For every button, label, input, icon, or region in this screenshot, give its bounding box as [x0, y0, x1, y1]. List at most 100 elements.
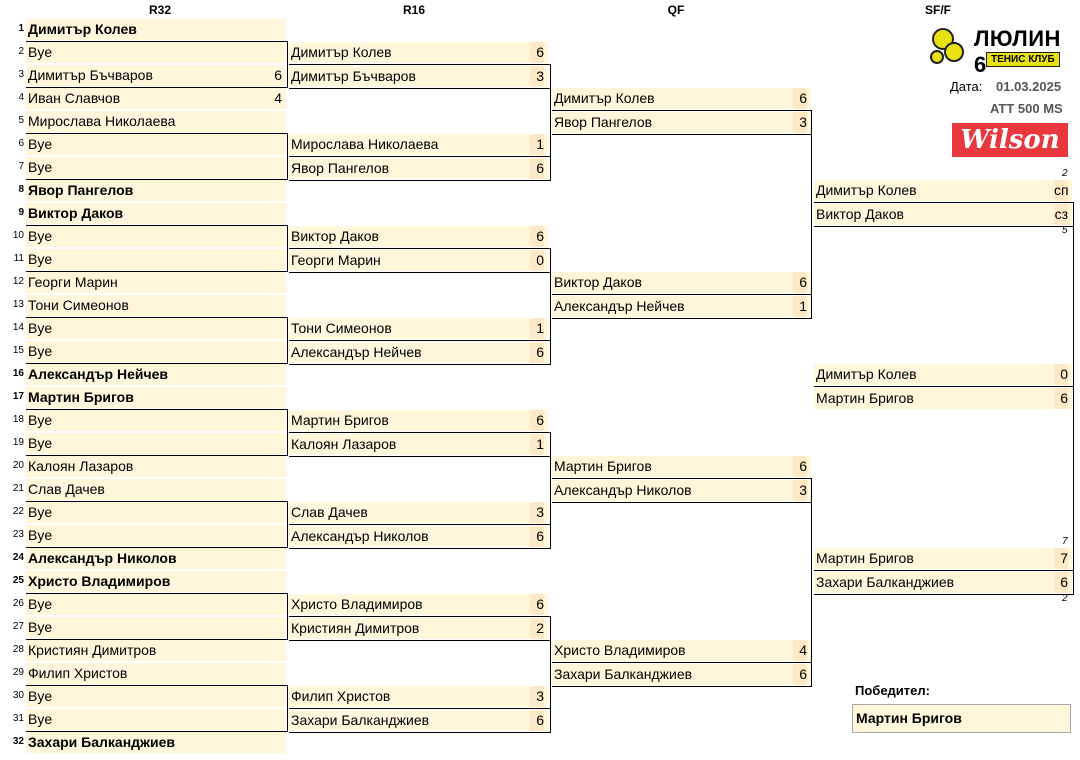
seed-number: 9: [18, 207, 24, 218]
player-name: Александър Нейчев: [291, 344, 422, 360]
tennis-ball-icon: [930, 50, 944, 64]
bracket-line: [814, 226, 1074, 227]
player-name: Тони Симеонов: [28, 297, 129, 313]
r32-entry: Bye: [26, 249, 286, 270]
r32-entry: Виктор Даков: [26, 203, 286, 224]
bracket-line: [552, 318, 812, 319]
bracket-line: [26, 363, 288, 364]
player-score: 6: [793, 88, 807, 109]
r32-entry: Слав Дачев: [26, 479, 286, 500]
bracket-line: [26, 271, 288, 272]
bracket-line: [289, 456, 551, 457]
bracket-line: [552, 502, 812, 503]
player-name: Кристиян Димитров: [291, 620, 420, 636]
tiebreak-note: 7: [1062, 536, 1068, 547]
player-name: Мирослава Николаева: [28, 113, 176, 129]
player-name: Виктор Даков: [554, 274, 642, 290]
player-score: 6: [530, 158, 544, 179]
bracket-line: [814, 386, 1074, 387]
player-name: Димитър Колев: [554, 90, 655, 106]
player-score: 3: [530, 502, 544, 523]
player-name: Димитър Бъчваров: [291, 68, 416, 84]
seed-number: 19: [12, 437, 24, 448]
bracket-line: [289, 248, 551, 249]
r16-entry: Александър Нейчев 6: [289, 342, 548, 363]
player-name: Мирослава Николаева: [291, 136, 439, 152]
player-name: Калоян Лазаров: [291, 436, 397, 452]
player-name: Виктор Даков: [816, 206, 904, 222]
player-name: Bye: [28, 412, 53, 428]
player-name: Bye: [28, 251, 53, 267]
bracket-line: [289, 340, 551, 341]
player-score: 0: [1054, 364, 1068, 385]
player-name: Александър Нейчев: [554, 298, 685, 314]
player-name: Явор Пангелов: [28, 182, 134, 198]
player-score: 6: [530, 342, 544, 363]
player-name: Тони Симеонов: [291, 320, 392, 336]
player-score: 1: [530, 318, 544, 339]
player-name: Bye: [28, 159, 53, 175]
player-score: 4: [274, 90, 282, 106]
date-value: 01.03.2025: [996, 79, 1062, 94]
bracket-line: [287, 133, 288, 180]
player-name: Захари Балканджиев: [28, 734, 175, 750]
tiebreak-note: 2: [1062, 593, 1068, 604]
bracket-line: [26, 87, 288, 88]
player-name: Слав Дачев: [291, 504, 368, 520]
player-name: Bye: [28, 688, 53, 704]
r32-entry: Явор Пангелов: [26, 180, 286, 201]
seed-number: 31: [12, 713, 24, 724]
r16-entry: Филип Христов 3: [289, 686, 548, 707]
bracket-line: [26, 593, 288, 594]
seed-number: 11: [13, 253, 24, 264]
sponsor-logo: Wilson: [952, 123, 1068, 157]
player-name: Димитър Бъчваров: [28, 67, 153, 83]
r32-entry: Bye: [26, 226, 286, 247]
player-score: 3: [530, 686, 544, 707]
seed-number: 23: [12, 529, 24, 540]
seed-number: 26: [12, 598, 24, 609]
r32-entry: Bye: [26, 157, 286, 178]
round-header-sf: SF/F: [925, 3, 951, 17]
r32-entry: Bye: [26, 341, 286, 362]
player-name: Bye: [28, 320, 53, 336]
bracket-line: [287, 41, 288, 88]
round-header-r16: R16: [402, 3, 425, 17]
bracket-line: [552, 478, 812, 479]
bracket-line: [550, 64, 551, 181]
r32-entry: Калоян Лазаров: [26, 456, 286, 477]
r32-entry: Bye: [26, 686, 286, 707]
player-name: Мартин Бригов: [28, 389, 134, 405]
bracket-line: [289, 156, 551, 157]
player-name: Филип Христов: [291, 688, 391, 704]
seed-number: 27: [12, 621, 24, 632]
r32-entry: Георги Марин: [26, 272, 286, 293]
seed-number: 24: [12, 552, 24, 563]
bracket-line: [289, 180, 551, 181]
seed-number: 22: [12, 506, 24, 517]
player-name: Димитър Колев: [816, 366, 917, 382]
player-score: 6: [530, 226, 544, 247]
seed-number: 1: [18, 23, 24, 34]
player-score: 6: [1054, 388, 1068, 409]
bracket-line: [287, 501, 288, 548]
player-name: Христо Владимиров: [554, 642, 686, 658]
final-entry: Димитър Колев 0: [814, 364, 1072, 385]
player-score: 1: [530, 134, 544, 155]
player-score: 2: [530, 618, 544, 639]
bracket-line: [814, 202, 1074, 203]
player-name: Александър Николов: [291, 528, 429, 544]
club-name: ЛЮЛИН 6: [974, 26, 1061, 77]
club-logo: ЛЮЛИН 6 ТЕНИС КЛУБ: [928, 24, 1074, 77]
bracket-line: [552, 662, 812, 663]
bracket-line: [26, 225, 288, 226]
player-name: Александър Нейчев: [28, 366, 168, 382]
player-name: Христо Владимиров: [28, 573, 171, 589]
